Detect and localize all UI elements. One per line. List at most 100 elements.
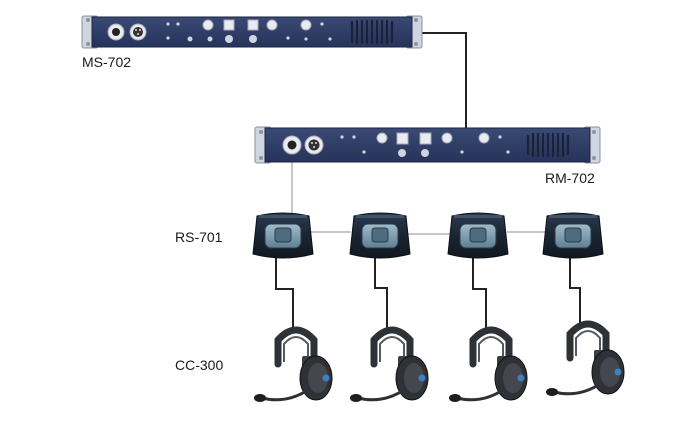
rack-screw-icon	[414, 42, 418, 46]
label-remote-station: RM-702	[545, 170, 595, 186]
rack-screw-icon	[259, 156, 263, 160]
microphone-capsule	[350, 394, 362, 402]
xlr-pin-icon	[313, 146, 315, 148]
headset-cc300	[449, 326, 528, 402]
control-knob-icon	[421, 149, 429, 157]
headset-jack-icon	[287, 140, 297, 150]
ear-cup-plate	[308, 363, 328, 393]
indicator-led-icon	[340, 135, 344, 139]
push-button-icon	[396, 132, 409, 145]
headband	[370, 326, 414, 368]
headband	[274, 326, 318, 368]
control-knob-icon	[207, 36, 213, 42]
control-knob-icon	[478, 132, 490, 144]
headband-inner	[379, 336, 405, 362]
headset-accent-icon	[418, 374, 426, 382]
microphone-capsule	[546, 388, 558, 396]
control-knob-icon	[249, 35, 257, 43]
xlr-pin-icon	[137, 33, 139, 35]
cable-rs1-cc1	[275, 258, 294, 330]
ear-cup-plate	[503, 363, 523, 393]
cable-rs3-cc3	[472, 258, 487, 330]
xlr-pin-icon	[315, 142, 317, 144]
rack-screw-icon	[86, 42, 90, 46]
headset-accent-icon	[614, 368, 622, 376]
control-knob-icon	[187, 36, 193, 42]
indicator-led-icon	[362, 150, 366, 154]
headset-accent-icon	[322, 374, 330, 382]
xlr-connector-icon	[133, 27, 143, 37]
headband	[566, 320, 610, 362]
beltpack-rs701	[447, 212, 509, 259]
label-headset: CC-300	[175, 357, 224, 373]
headset-cc300	[350, 326, 429, 402]
indicator-led-icon	[498, 135, 502, 139]
headband-inner	[575, 330, 601, 356]
indicator-led-icon	[328, 37, 332, 41]
indicator-led-icon	[320, 22, 324, 26]
microphone-boom	[553, 382, 601, 396]
headband	[469, 326, 513, 368]
beltpack-rs701	[349, 212, 411, 259]
indicator-led-icon	[176, 22, 180, 26]
control-knob-icon	[441, 132, 453, 144]
rack-screw-icon	[414, 18, 418, 22]
beltpack-top-edge	[454, 215, 502, 218]
label-beltpack: RS-701	[175, 229, 223, 245]
cable-ms-to-rm	[422, 32, 467, 131]
microphone-capsule	[254, 394, 266, 402]
speaker-grille-icon	[526, 132, 570, 158]
rack-screw-icon	[86, 18, 90, 22]
control-knob-icon	[398, 149, 406, 157]
microphone-boom	[357, 388, 405, 402]
control-knob-icon	[300, 19, 312, 31]
microphone-boom	[456, 388, 504, 402]
xlr-pin-icon	[135, 29, 137, 31]
cable-rs2-cc2	[374, 258, 388, 330]
microphone-capsule	[449, 394, 461, 402]
beltpack-rs701	[252, 212, 314, 259]
headset-cc300	[254, 326, 333, 402]
ear-cup-plate	[404, 363, 424, 393]
indicator-led-icon	[166, 36, 170, 40]
cable-rs4-cc4	[569, 258, 581, 325]
beltpack-rs701	[542, 212, 604, 259]
speaker-grille-icon	[350, 19, 394, 45]
xlr-connector-icon	[308, 139, 320, 151]
push-button-icon	[247, 19, 259, 31]
beltpack-top-edge	[259, 215, 307, 218]
control-knob-icon	[202, 19, 214, 31]
control-knob-icon	[266, 19, 278, 31]
indicator-led-icon	[352, 135, 356, 139]
indicator-led-icon	[286, 36, 290, 40]
beltpack-display	[564, 227, 582, 243]
indicator-led-icon	[304, 37, 308, 41]
xlr-pin-icon	[139, 29, 141, 31]
headband-inner	[283, 336, 309, 362]
headband-inner	[478, 336, 504, 362]
rack-screw-icon	[592, 156, 596, 160]
control-knob-icon	[376, 132, 388, 144]
push-button-icon	[419, 132, 432, 145]
indicator-led-icon	[166, 22, 170, 26]
headset-cables	[275, 258, 581, 330]
rack-screw-icon	[259, 130, 263, 134]
cables	[422, 32, 467, 131]
indicator-led-icon	[506, 150, 510, 154]
label-master-station: MS-702	[82, 54, 132, 70]
headset-cc300	[546, 320, 625, 396]
beltpack-display	[371, 227, 389, 243]
rack-screw-icon	[592, 130, 596, 134]
beltpack-top-edge	[356, 215, 404, 218]
beltpack-top-edge	[549, 215, 597, 218]
microphone-boom	[261, 388, 309, 402]
beltpack-links	[291, 160, 545, 235]
headset-jack-icon	[112, 28, 120, 36]
remote-station-rm702	[254, 126, 601, 164]
beltpack-display	[274, 227, 292, 243]
xlr-pin-icon	[311, 142, 313, 144]
headset-accent-icon	[517, 374, 525, 382]
control-knob-icon	[225, 35, 233, 43]
beltpack-display	[469, 227, 487, 243]
